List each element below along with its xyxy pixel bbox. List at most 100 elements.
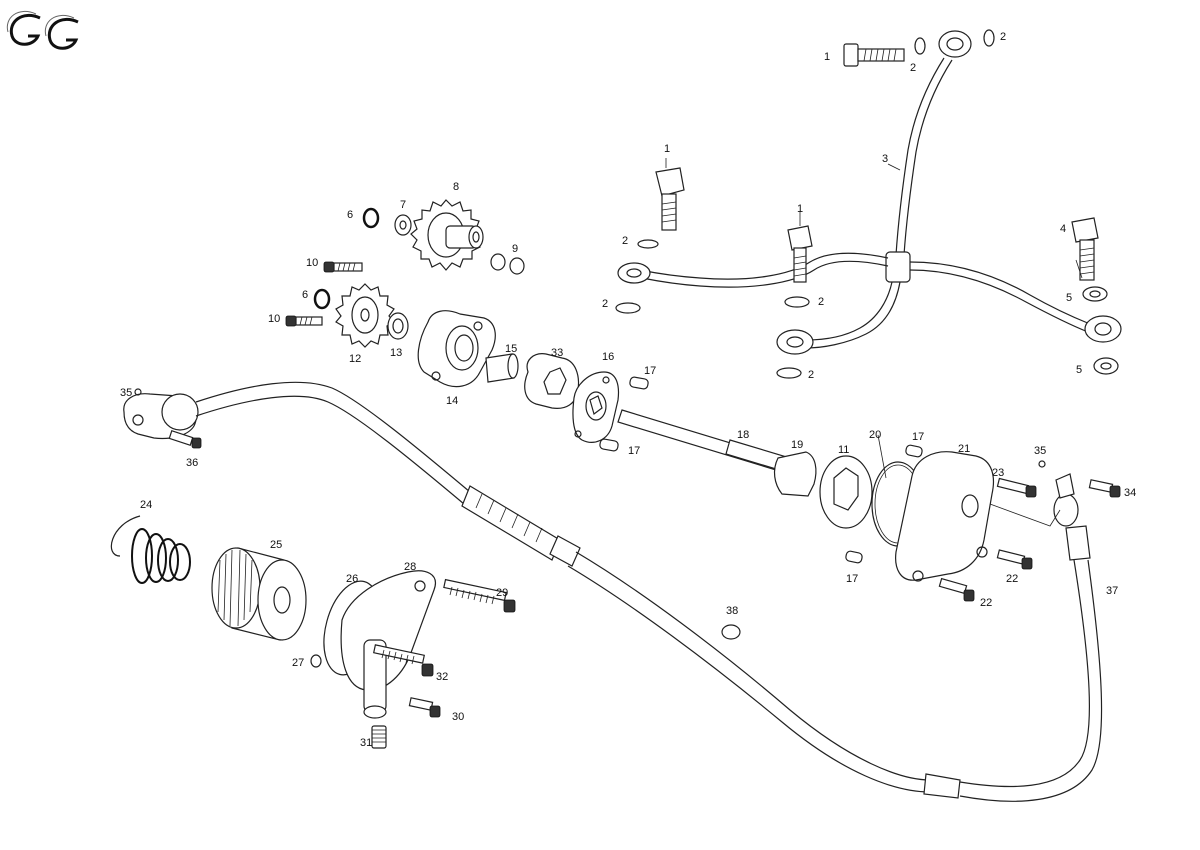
drive-pin-15 (485, 353, 519, 383)
leader-lines (665, 158, 1083, 479)
callout-2-middle-a: 2 (818, 296, 824, 308)
dowel-17-a (629, 376, 649, 390)
screw-22-a (996, 549, 1033, 570)
cover-plate-16 (572, 371, 620, 443)
bush-13 (387, 312, 409, 340)
screw-10-lower (285, 315, 323, 327)
plug-31 (371, 725, 387, 749)
callout-11: 11 (838, 444, 849, 456)
callout-1-top: 1 (824, 51, 830, 63)
callout-4: 4 (1060, 223, 1066, 235)
screw-30 (408, 697, 441, 718)
gear-8 (410, 199, 484, 271)
callout-18: 18 (737, 429, 749, 441)
filter-cover-28 (340, 570, 436, 719)
washer-7 (394, 214, 412, 236)
banjo-bolt-right (1071, 217, 1119, 375)
callout-19: 19 (791, 439, 803, 451)
callout-38: 38 (726, 605, 738, 617)
rotor-19 (773, 451, 817, 497)
callout-1-middle: 1 (797, 203, 803, 215)
callout-16: 16 (602, 351, 614, 363)
circlip-6-upper (362, 207, 380, 229)
callout-17-a: 17 (644, 365, 656, 377)
dowel-17-d (845, 550, 863, 564)
callout-6-lower: 6 (302, 289, 308, 301)
callout-33: 33 (551, 347, 563, 359)
oil-pipe-long (195, 381, 1103, 802)
screw-10-upper (323, 261, 363, 273)
callout-1-left: 1 (664, 143, 670, 155)
callout-3: 3 (882, 153, 888, 165)
callout-20: 20 (869, 429, 881, 441)
screw-29 (443, 578, 516, 613)
screw-32 (373, 644, 434, 677)
dowel-17-c (905, 444, 923, 458)
oil-pipe-upper (617, 30, 1122, 355)
clip-38 (721, 624, 741, 640)
callout-14: 14 (446, 395, 458, 407)
callout-8: 8 (453, 181, 459, 193)
callout-21: 21 (958, 443, 970, 455)
callout-29: 29 (496, 587, 508, 599)
callout-6-upper: 6 (347, 209, 353, 221)
callout-2-left-a: 2 (622, 235, 628, 247)
screw-22-b (938, 577, 975, 602)
callout-9: 9 (512, 243, 518, 255)
callout-17-c: 17 (912, 431, 924, 443)
callout-31: 31 (360, 737, 372, 749)
pump-shaft-18 (617, 409, 791, 473)
callout-12: 12 (349, 353, 361, 365)
callout-25: 25 (270, 539, 282, 551)
gear-12 (335, 283, 395, 348)
oil-filter-25 (211, 547, 307, 641)
callout-17-b: 17 (628, 445, 640, 457)
callout-2-top-a: 2 (910, 62, 916, 74)
callout-22-b: 22 (980, 597, 992, 609)
callout-13: 13 (390, 347, 402, 359)
banjo-fitting-left (123, 388, 199, 440)
pump-cover-21 (895, 451, 1061, 582)
callout-22-a: 22 (1006, 573, 1018, 585)
screw-36 (168, 430, 202, 449)
callout-37: 37 (1106, 585, 1118, 597)
banjo-bolt-left (615, 167, 685, 314)
spring-24 (110, 515, 191, 584)
callout-2-middle-b: 2 (808, 369, 814, 381)
rotor-11 (819, 455, 873, 529)
callout-2-left-b: 2 (602, 298, 608, 310)
washer-35-right (1038, 460, 1046, 468)
callout-27: 27 (292, 657, 304, 669)
callout-5-b: 5 (1076, 364, 1082, 376)
pin-9 (490, 253, 525, 275)
banjo-bolt-middle (776, 225, 813, 379)
washer-27 (310, 654, 322, 668)
callout-32: 32 (436, 671, 448, 683)
callout-36: 36 (186, 457, 198, 469)
callout-17-d: 17 (846, 573, 858, 585)
screw-23 (996, 477, 1037, 498)
callout-2-top-b: 2 (1000, 31, 1006, 43)
screw-34 (1088, 479, 1121, 498)
callout-5-a: 5 (1066, 292, 1072, 304)
callout-24: 24 (140, 499, 152, 511)
callout-35-right: 35 (1034, 445, 1046, 457)
callout-35-left: 35 (120, 387, 132, 399)
brand-logo (6, 10, 79, 50)
callout-26: 26 (346, 573, 358, 585)
callout-10-lower: 10 (268, 313, 280, 325)
callout-7: 7 (400, 199, 406, 211)
callout-34: 34 (1124, 487, 1136, 499)
rotor-33 (524, 353, 580, 409)
callout-23: 23 (992, 467, 1004, 479)
callout-15: 15 (505, 343, 517, 355)
callout-30: 30 (452, 711, 464, 723)
pump-body-14 (417, 310, 496, 388)
circlip-6-lower (313, 288, 331, 310)
callout-labels: 1 2 2 3 1 1 2 2 2 2 4 5 5 6 7 8 9 10 6 1… (120, 31, 1136, 749)
callout-28: 28 (404, 561, 416, 573)
banjo-bolt-top (843, 29, 995, 67)
dowel-17-b (599, 438, 619, 452)
